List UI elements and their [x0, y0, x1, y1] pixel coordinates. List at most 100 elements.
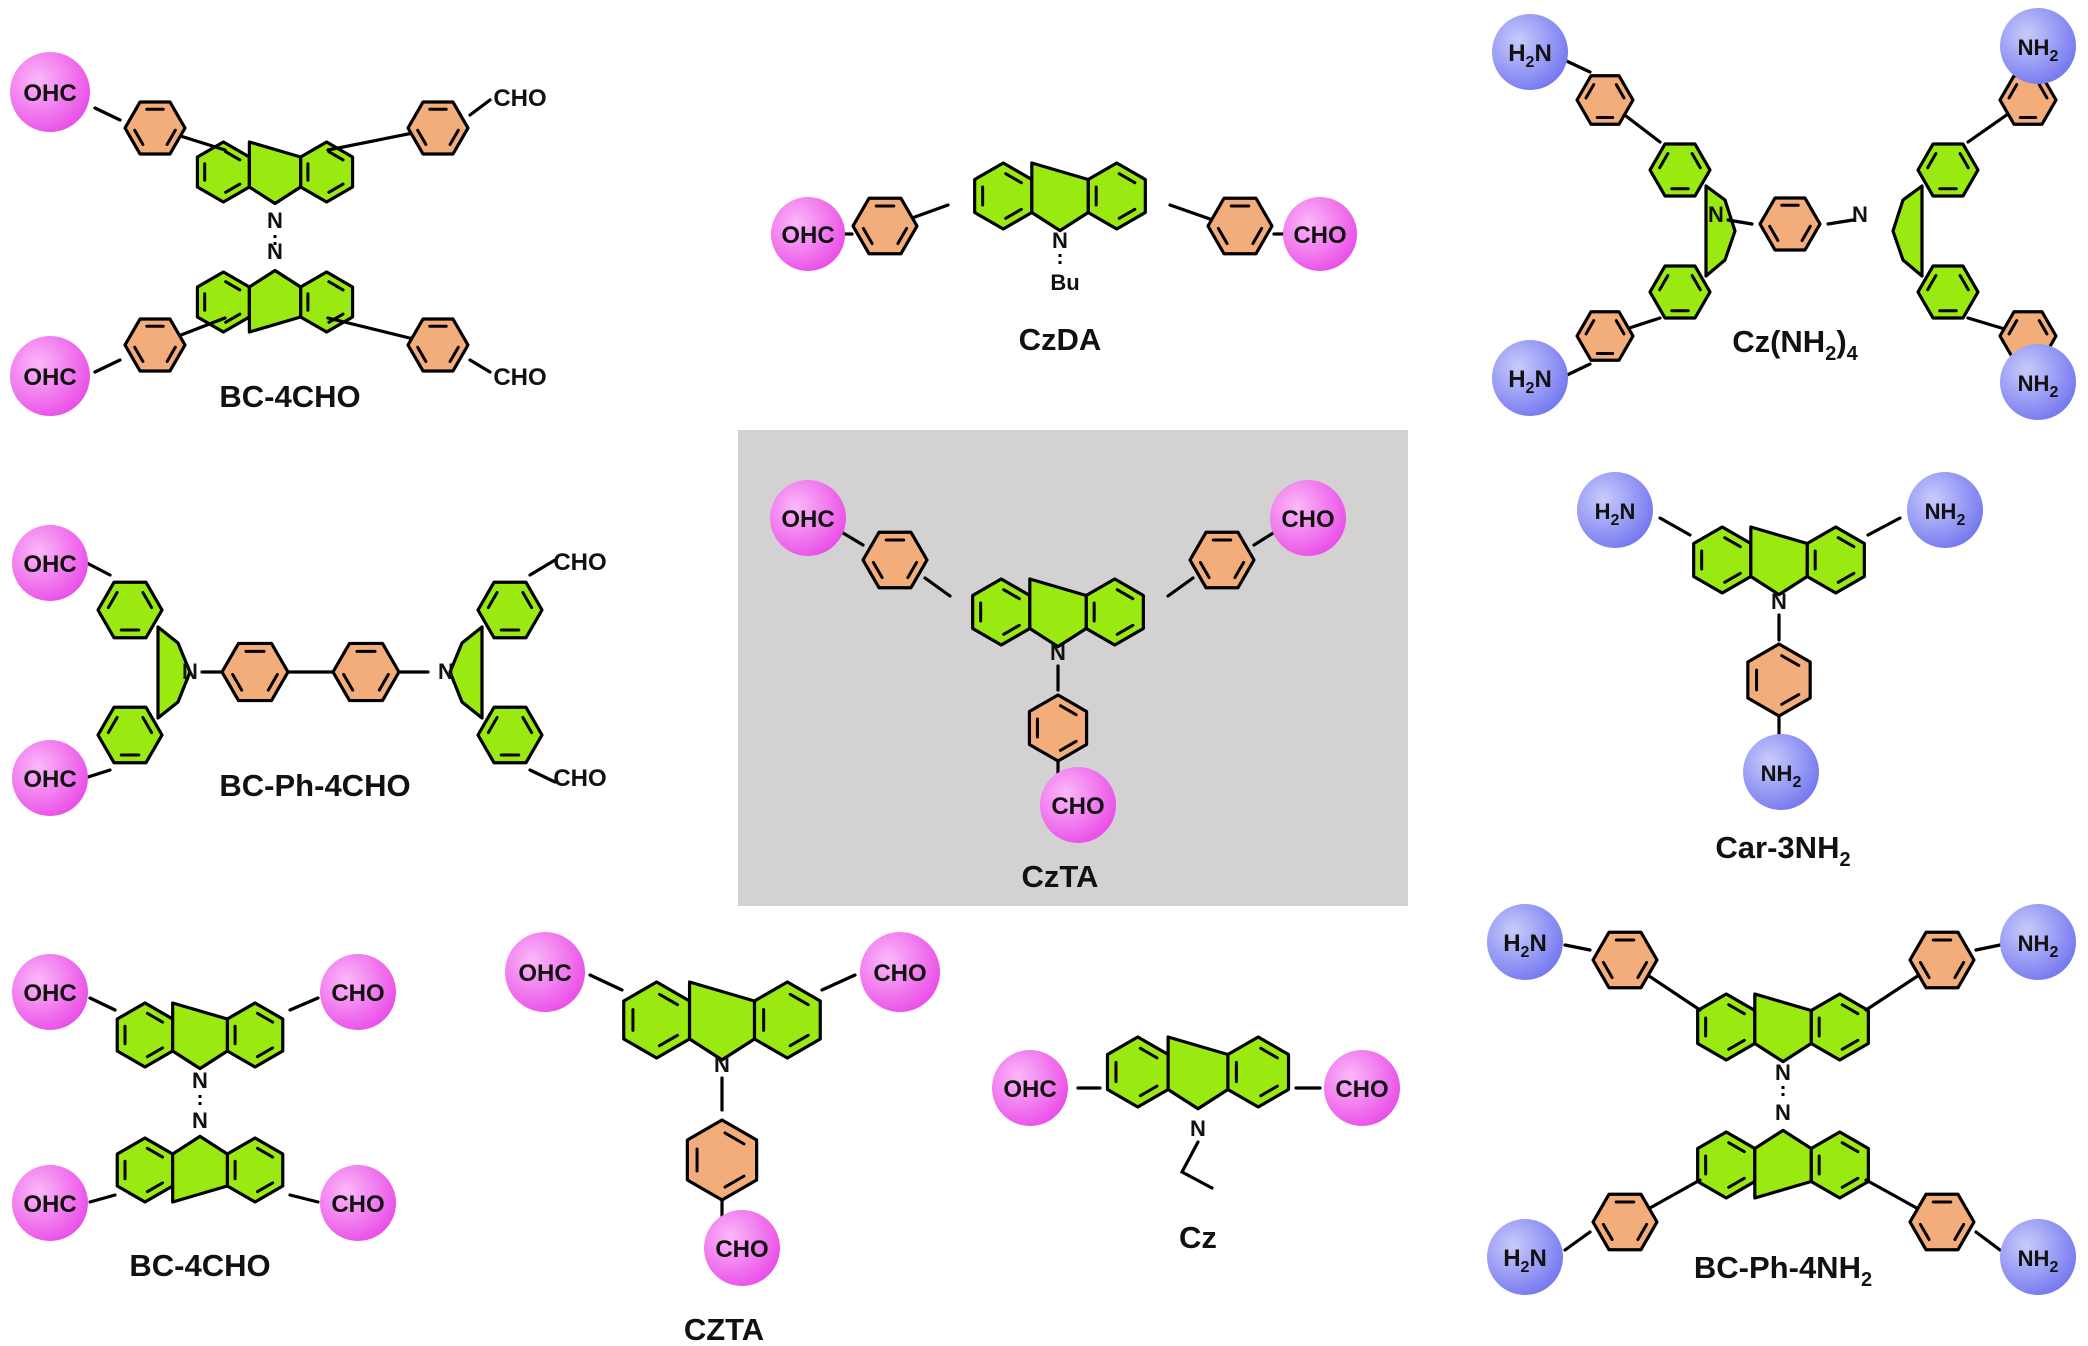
cho-sphere — [770, 480, 846, 556]
bc-ph-4nh2-upper-carbazole-pyrrole-ring — [1753, 992, 1813, 1064]
ethyl-group — [1179, 1140, 1214, 1190]
bond — [1866, 516, 1902, 537]
cho-label: CHO — [715, 1236, 768, 1263]
molecule-label-bc-4cho: BC-4CHO — [219, 379, 360, 414]
double-bond — [906, 560, 919, 580]
cho-label: CHO — [1281, 506, 1334, 533]
double-bond — [255, 1011, 275, 1024]
double-bond — [2037, 319, 2049, 336]
bond — [1826, 218, 1855, 226]
pyrrole-ring — [448, 625, 484, 720]
double-bond — [1138, 1084, 1159, 1098]
bond — [93, 106, 122, 122]
czda-carbazole-pyrrole-ring — [1030, 161, 1090, 233]
double-bond — [224, 150, 242, 162]
double-bond — [165, 345, 177, 363]
cho-label: CHO — [553, 765, 606, 792]
cho-label: OHC — [23, 1191, 76, 1218]
nitrogen-atom: N — [1775, 1060, 1791, 1085]
double-bond — [1198, 560, 1211, 580]
cho-sphere — [12, 740, 88, 816]
double-bond — [1727, 1003, 1746, 1016]
nitrogen-atom: N — [1775, 1100, 1791, 1125]
molecule-label-czta-bottom: CZTA — [684, 1312, 764, 1346]
amine-sphere — [2000, 904, 2076, 980]
molecule-label-czda: CzDA — [1019, 322, 1102, 357]
cho-label: CHO — [331, 1191, 384, 1218]
double-bond — [165, 128, 177, 146]
bond — [1726, 218, 1754, 226]
double-bond — [416, 128, 428, 146]
cho-label: CHO — [553, 549, 606, 576]
bc4cho-top-lower-carbazole-pyrrole-ring — [247, 268, 303, 334]
amine-label: NH2 — [1925, 499, 1966, 529]
double-bond — [1117, 207, 1137, 220]
double-bond — [1584, 319, 1596, 336]
double-bond — [1690, 152, 1702, 170]
double-bond — [2007, 83, 2019, 100]
double-bond — [1918, 1222, 1931, 1242]
cho-sphere — [12, 525, 88, 601]
cho-sphere — [12, 954, 88, 1030]
amine-label: H2N — [1508, 40, 1552, 71]
double-bond — [1727, 1038, 1746, 1051]
amine-sphere — [1743, 734, 1819, 810]
double-bond — [861, 226, 874, 246]
nitrogen-atom: N — [267, 208, 283, 233]
double-bond — [1723, 536, 1742, 549]
cho-label: CHO — [493, 364, 546, 391]
molecule-label-cz-nh2-4: Cz(NH2)4 — [1732, 324, 1858, 365]
double-bond — [521, 715, 534, 735]
molecule-label-bc-4cho-bottom: BC-4CHO — [129, 1248, 270, 1283]
cho-sphere — [860, 932, 940, 1012]
molecule-label-bc-ph-4nh2: BC-Ph-4NH2 — [1694, 1250, 1872, 1291]
cho-sphere — [1324, 1050, 1400, 1126]
pyrrole-ring — [156, 625, 192, 720]
amine-label: H2N — [1503, 1245, 1547, 1276]
amine-sphere — [1492, 14, 1568, 90]
czta-bottom-carbazole-pyrrole-ring — [687, 980, 757, 1062]
car-3nh2-carbazole-pyrrole-ring — [1749, 525, 1809, 597]
double-bond — [657, 992, 679, 1007]
pyrrole-ring — [1891, 184, 1924, 278]
nitrogen-atom: N — [1852, 202, 1868, 227]
bond — [1974, 1230, 2002, 1252]
double-bond — [1601, 960, 1614, 980]
double-bond — [1614, 83, 1626, 100]
double-bond — [106, 715, 119, 735]
bond — [588, 973, 624, 992]
cho-sphere — [1270, 480, 1346, 556]
double-bond — [788, 992, 810, 1007]
double-bond — [1840, 1038, 1860, 1051]
double-bond — [788, 1033, 810, 1048]
double-bond — [145, 1011, 165, 1024]
double-bond — [1836, 536, 1856, 549]
double-bond — [1800, 224, 1812, 242]
double-bond — [1636, 960, 1649, 980]
bond — [528, 558, 557, 577]
nitrogen-atom: N — [1050, 640, 1066, 665]
double-bond — [1614, 319, 1626, 336]
nitrogen-atom: N — [192, 1068, 208, 1093]
double-bond — [1926, 274, 1938, 292]
double-bond — [1658, 152, 1670, 170]
cho-label: OHC — [23, 80, 76, 107]
bond — [1166, 576, 1195, 598]
double-bond — [342, 672, 355, 692]
double-bond — [141, 715, 154, 735]
double-bond — [1727, 1141, 1746, 1154]
nitrogen-atom: N — [1708, 202, 1724, 227]
double-bond — [224, 312, 242, 324]
double-bond — [255, 1146, 275, 1159]
cho-sphere — [10, 336, 90, 416]
cho-sphere — [505, 932, 585, 1012]
cho-label: CHO — [873, 960, 926, 987]
double-bond — [486, 715, 499, 735]
double-bond — [133, 128, 145, 146]
bond — [1974, 943, 2002, 952]
double-bond — [723, 1131, 746, 1146]
double-bond — [1115, 588, 1135, 601]
cho-label: CHO — [1051, 793, 1104, 820]
double-bond — [1259, 1046, 1279, 1060]
